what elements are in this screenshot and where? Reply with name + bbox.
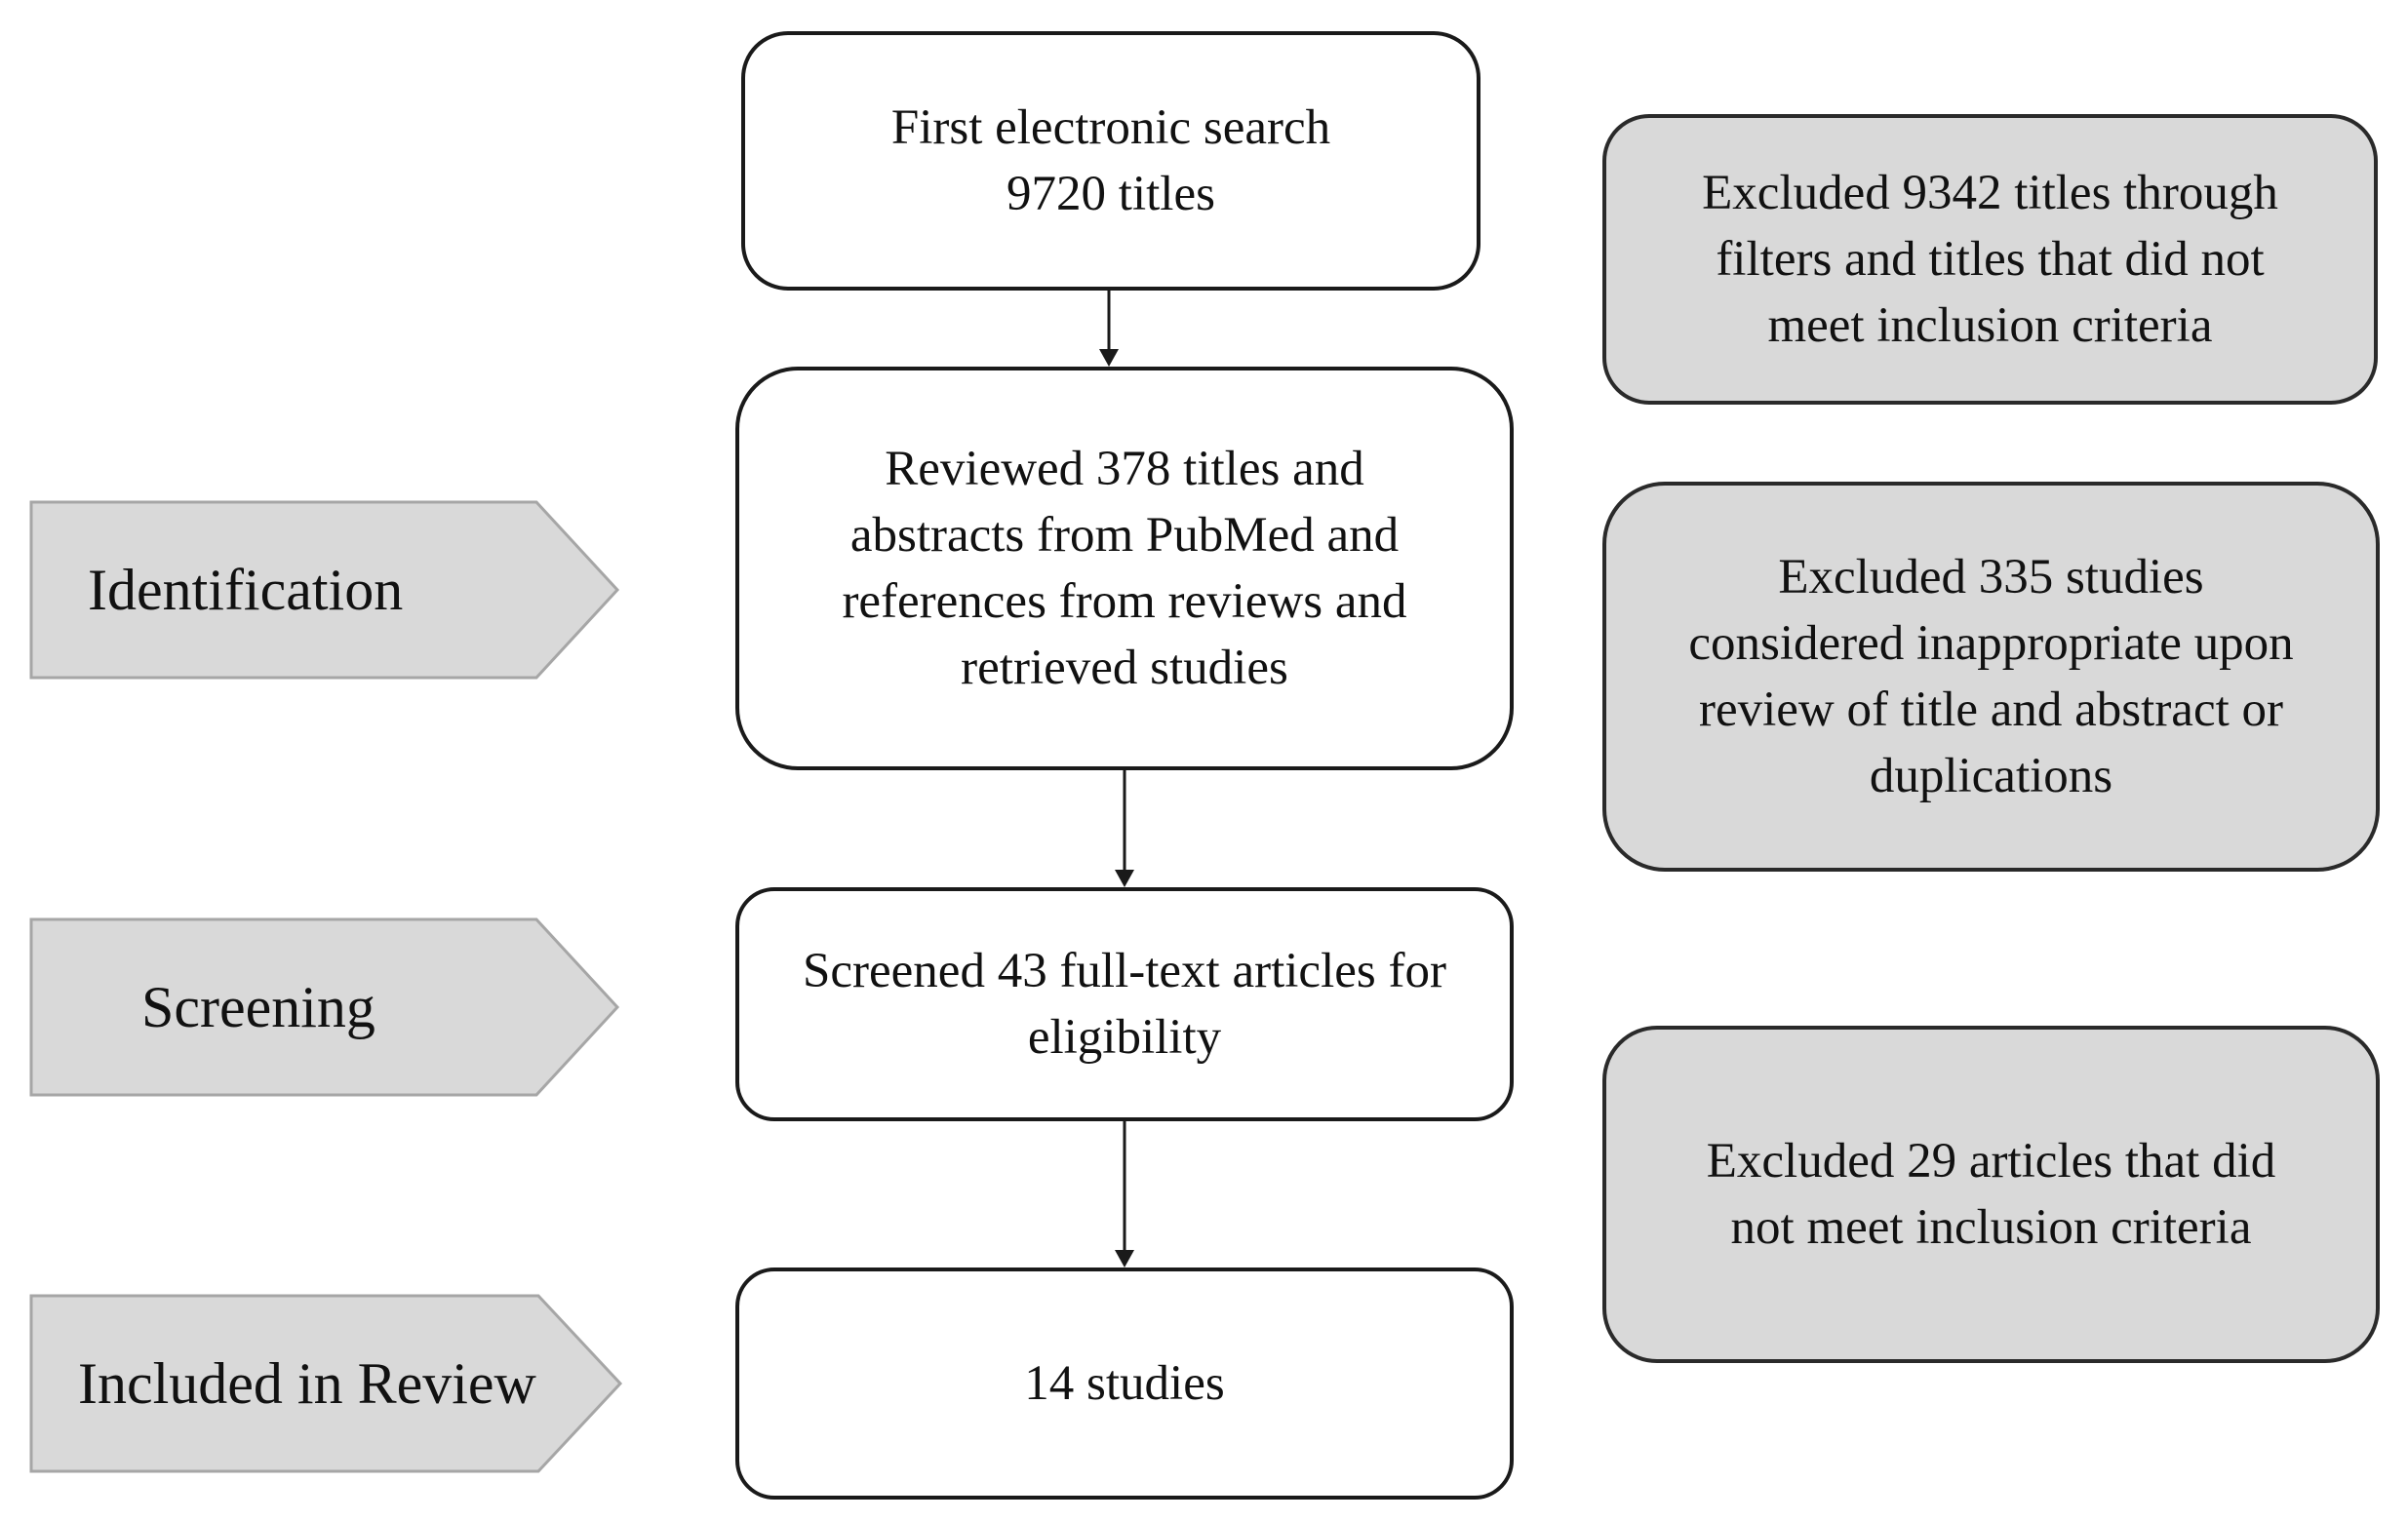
stage-label: Screening <box>141 974 375 1039</box>
stage-arrow-shape <box>29 917 620 1097</box>
reviewed-text: Reviewed 378 titles and abstracts from P… <box>842 442 1407 695</box>
reviewed-box: Reviewed 378 titles and abstracts from P… <box>735 367 1514 770</box>
excluded-filters-box: Excluded 9342 titles through filters and… <box>1602 114 2378 405</box>
stage-screening: Screening <box>29 917 620 1097</box>
excluded-inappropriate-box: Excluded 335 studies considered inapprop… <box>1602 482 2380 872</box>
stage-label: Included in Review <box>78 1350 536 1416</box>
arrowhead <box>1099 349 1119 367</box>
excluded-criteria-box: Excluded 29 articles that did not meet i… <box>1602 1026 2380 1363</box>
excluded-inappropriate-text: Excluded 335 studies considered inapprop… <box>1688 550 2294 803</box>
arrowhead <box>1115 1250 1134 1268</box>
included-box: 14 studies <box>735 1268 1514 1500</box>
first-search-text: First electronic search 9720 titles <box>890 100 1331 221</box>
excluded-criteria-text: Excluded 29 articles that did not meet i… <box>1706 1134 2276 1255</box>
screened-box: Screened 43 full-text articles for eligi… <box>735 887 1514 1121</box>
arrowhead <box>1115 870 1134 887</box>
stage-included: Included in Review <box>29 1294 623 1473</box>
stage-arrow-shape <box>29 1294 623 1473</box>
stage-identification: Identification <box>29 500 620 680</box>
included-text: 14 studies <box>1024 1356 1225 1411</box>
screened-text: Screened 43 full-text articles for eligi… <box>803 944 1446 1065</box>
first-search-box: First electronic search 9720 titles <box>741 31 1480 291</box>
stage-arrow-shape <box>29 500 620 680</box>
excluded-filters-text: Excluded 9342 titles through filters and… <box>1702 166 2278 353</box>
stage-label: Identification <box>88 557 404 622</box>
